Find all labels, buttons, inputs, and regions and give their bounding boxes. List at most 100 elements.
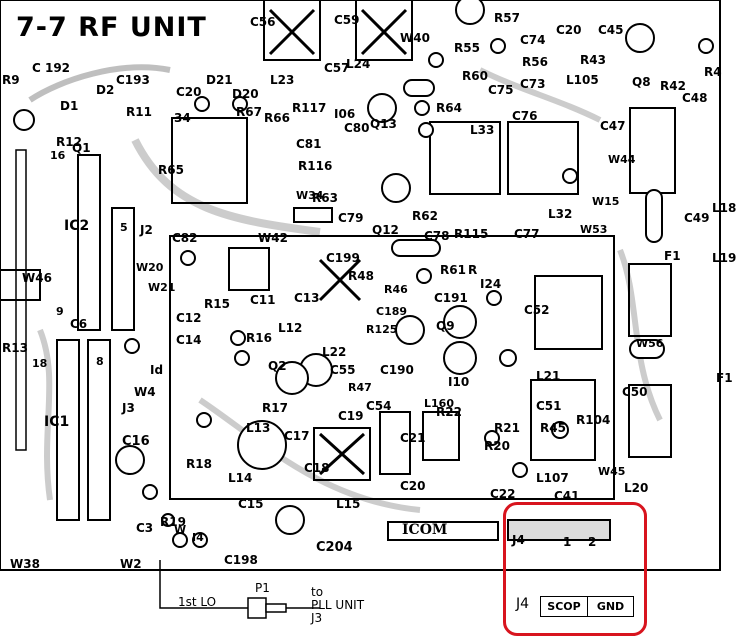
component-label-r22: R22 [436, 405, 462, 419]
component-label-n34: 34 [174, 111, 191, 125]
highlight-box [503, 502, 647, 636]
component-label-w2: W2 [120, 557, 142, 571]
component-label-c20c: C20 [400, 479, 426, 493]
p1-label: P1 [255, 581, 270, 595]
component-label-r11: R11 [126, 105, 152, 119]
component-label-r46: R46 [384, 283, 408, 296]
component-label-r125: R125 [366, 323, 397, 336]
component-label-w40: W40 [400, 31, 430, 45]
component-label-l19: L19 [712, 251, 736, 265]
component-label-q13: Q13 [370, 117, 397, 131]
component-label-d21: D21 [206, 73, 233, 87]
component-label-w34: W34 [296, 189, 324, 202]
component-label-l32: L32 [548, 207, 572, 221]
component-label-c193: C193 [116, 73, 150, 87]
component-label-l22: L22 [322, 345, 346, 359]
component-label-w56: W56 [636, 337, 664, 350]
component-label-i06: I06 [334, 107, 355, 121]
component-label-f1b: F1 [716, 371, 733, 385]
component-label-r16: R16 [246, 331, 272, 345]
component-label-n1: 1 [563, 535, 571, 549]
component-label-r61: R61 [440, 263, 466, 277]
component-label-i24: I24 [480, 277, 501, 291]
component-label-c50: C50 [622, 385, 648, 399]
pll-unit-label: PLL UNIT [311, 598, 365, 612]
pin-scop: SCOP [541, 597, 588, 616]
component-label-l33: L33 [470, 123, 494, 137]
component-label-c82: C82 [172, 231, 198, 245]
component-label-r55: R55 [454, 41, 480, 55]
component-label-c198: C198 [224, 553, 258, 567]
component-label-n16: 16 [50, 149, 66, 162]
component-label-c17: C17 [284, 429, 310, 443]
pcb-components [13, 0, 714, 548]
component-label-c54: C54 [366, 399, 392, 413]
component-label-c11: C11 [250, 293, 276, 307]
component-label-c3: C3 [136, 521, 153, 535]
component-label-c80: C80 [344, 121, 370, 135]
component-label-q1: Q1 [72, 141, 91, 155]
first-lo-label: 1st LO [178, 595, 217, 609]
component-label-r21: R21 [494, 421, 520, 435]
component-label-w46: W46 [22, 271, 52, 285]
component-label-r66: R66 [264, 111, 290, 125]
component-label-c77: C77 [514, 227, 540, 241]
component-label-w53: W53 [580, 223, 607, 236]
component-label-q12: Q12 [372, 223, 399, 237]
component-label-r43: R43 [580, 53, 606, 67]
component-label-c48: C48 [682, 91, 708, 105]
component-label-r4: R4 [704, 65, 722, 79]
component-label-w44: W44 [608, 153, 636, 166]
component-label-c199: C199 [326, 251, 360, 265]
component-label-r48: R48 [348, 269, 374, 283]
component-label-c49: C49 [684, 211, 710, 225]
component-label-l15: L15 [336, 497, 360, 511]
component-label-c189: C189 [376, 305, 407, 318]
pcb-traces [0, 0, 721, 609]
component-label-l23: L23 [270, 73, 294, 87]
component-label-r115: R115 [454, 227, 488, 241]
component-label-c79: C79 [338, 211, 364, 225]
component-label-r15: R15 [204, 297, 230, 311]
component-label-c192: C 192 [32, 61, 70, 75]
component-label-r20: R20 [484, 439, 510, 453]
component-label-ic2: IC2 [64, 218, 89, 234]
pin-gnd: GND [596, 600, 625, 613]
component-label-r65: R65 [158, 163, 184, 177]
connector-j4-pinout: SCOP GND [540, 596, 634, 617]
component-label-r64: R64 [436, 101, 462, 115]
component-label-ic1: IC1 [44, 414, 69, 430]
component-label-l14: L14 [228, 471, 252, 485]
component-label-r9: R9 [2, 73, 20, 87]
component-label-r47: R47 [348, 381, 372, 394]
component-label-c52: C52 [524, 303, 550, 317]
component-label-rr: R [468, 263, 477, 277]
component-label-n5: 5 [120, 221, 128, 234]
component-label-c81: C81 [296, 137, 322, 151]
component-label-j4a: J4 [511, 533, 525, 547]
component-label-c6: C6 [70, 317, 87, 331]
component-label-n9: 9 [56, 305, 64, 318]
component-label-r18: R18 [186, 457, 212, 471]
component-label-id: Id [150, 363, 163, 377]
component-label-c78: C78 [424, 229, 450, 243]
component-label-r12: R12 [56, 135, 82, 149]
component-label-c191: C191 [434, 291, 468, 305]
component-label-r67: R67 [236, 105, 262, 119]
component-label-c12: C12 [176, 311, 202, 325]
component-label-c22: C22 [490, 487, 516, 501]
component-label-n8: 8 [96, 355, 104, 368]
component-label-c20b: C20 [176, 85, 202, 99]
component-label-c13: C13 [294, 291, 320, 305]
component-label-c75: C75 [488, 83, 514, 97]
component-label-w38: W38 [10, 557, 40, 571]
component-label-w20: W20 [136, 261, 164, 274]
component-label-c76: C76 [512, 109, 538, 123]
component-label-c57: C57 [324, 61, 350, 75]
component-label-c20: C20 [556, 23, 582, 37]
component-label-l24: L24 [346, 57, 370, 71]
component-label-r56: R56 [522, 55, 548, 69]
component-label-w42: W42 [258, 231, 288, 245]
component-label-c21: C21 [400, 431, 426, 445]
